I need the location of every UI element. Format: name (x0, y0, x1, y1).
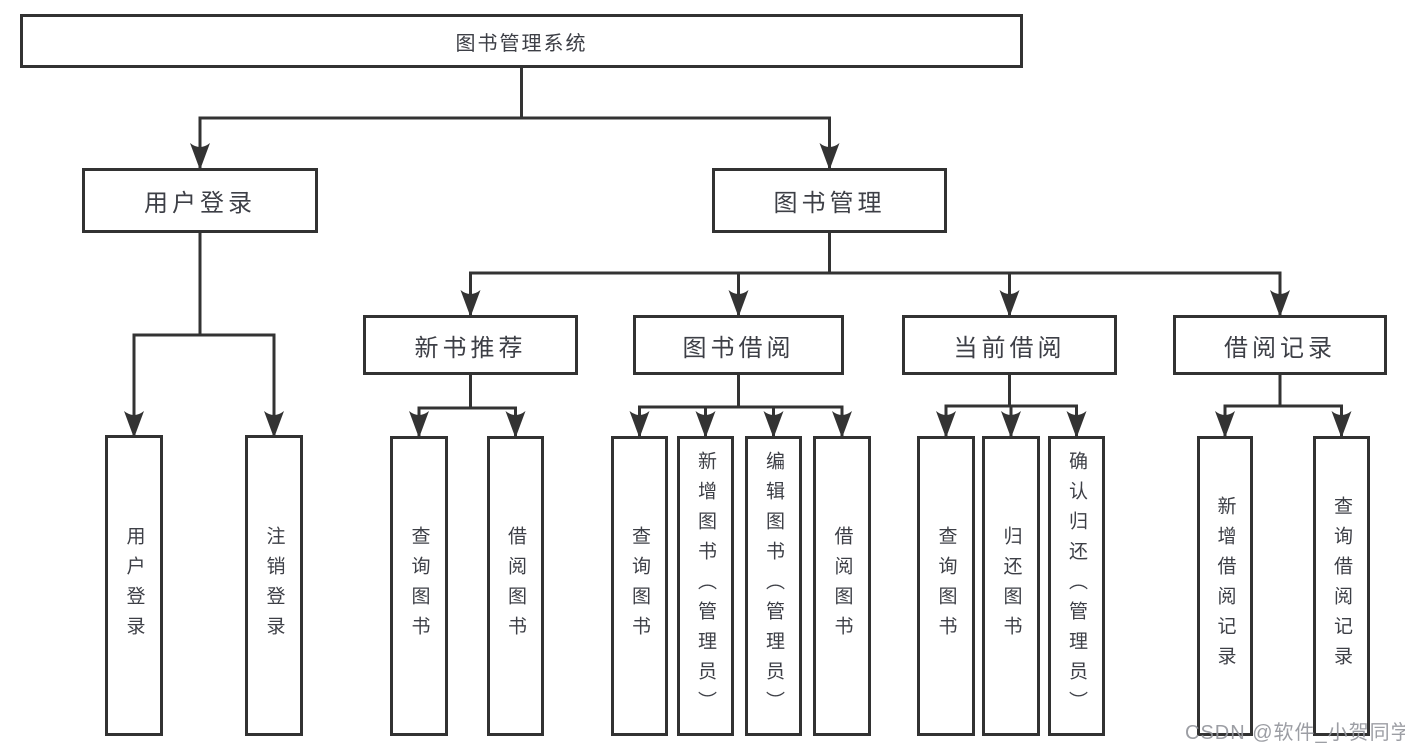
leaf-label: 查询图书 (408, 526, 430, 646)
leaf-borrow-book: 借阅图书 (813, 436, 871, 736)
csdn-watermark: CSDN @软件_小贺同学 (1185, 722, 1405, 744)
leaf-label: 确认归还（管理员） (1066, 451, 1087, 721)
leaf-query-borrow-record: 查询借阅记录 (1313, 436, 1370, 736)
leaf-query-book-current: 查询图书 (917, 436, 975, 736)
leaf-borrow-book-recommend: 借阅图书 (487, 436, 544, 736)
node-label: 新书推荐 (414, 334, 527, 362)
leaf-label: 借阅图书 (505, 526, 526, 646)
node-label: 图书管理 (773, 190, 886, 217)
node-label: 图书管理系统 (455, 32, 588, 55)
node-book-borrow: 图书借阅 (633, 315, 844, 375)
node-book-management: 图书管理 (712, 168, 947, 233)
leaf-add-borrow-record: 新增借阅记录 (1197, 436, 1253, 736)
node-current-borrow: 当前借阅 (902, 315, 1117, 375)
leaf-confirm-return-admin: 确认归还（管理员） (1048, 436, 1105, 736)
node-borrow-records: 借阅记录 (1173, 315, 1387, 375)
leaf-label: 新增借阅记录 (1214, 496, 1236, 676)
node-label: 用户登录 (144, 190, 256, 217)
leaf-label: 查询图书 (629, 526, 650, 646)
leaf-return-book: 归还图书 (982, 436, 1040, 736)
node-label: 当前借阅 (953, 334, 1066, 362)
node-new-book-recommend: 新书推荐 (363, 315, 578, 375)
leaf-user-login: 用户登录 (105, 435, 163, 736)
leaf-label: 查询图书 (935, 526, 957, 646)
node-user-login: 用户登录 (82, 168, 318, 233)
node-label: 借阅记录 (1224, 334, 1336, 362)
leaf-label: 查询借阅记录 (1331, 496, 1352, 676)
leaf-query-book-recommend: 查询图书 (390, 436, 448, 736)
node-label: 图书借阅 (682, 334, 795, 362)
leaf-label: 注销登录 (263, 525, 285, 646)
leaf-label: 归还图书 (1000, 526, 1022, 646)
leaf-label: 编辑图书（管理员） (763, 451, 784, 721)
leaf-query-book-borrow: 查询图书 (611, 436, 668, 736)
leaf-add-book-admin: 新增图书（管理员） (677, 436, 734, 736)
leaf-label: 借阅图书 (831, 526, 853, 646)
leaf-label: 用户登录 (123, 525, 145, 646)
leaf-logout: 注销登录 (245, 435, 303, 736)
leaf-label: 新增图书（管理员） (695, 451, 716, 721)
leaf-edit-book-admin: 编辑图书（管理员） (745, 436, 802, 736)
node-library-system: 图书管理系统 (20, 14, 1023, 68)
